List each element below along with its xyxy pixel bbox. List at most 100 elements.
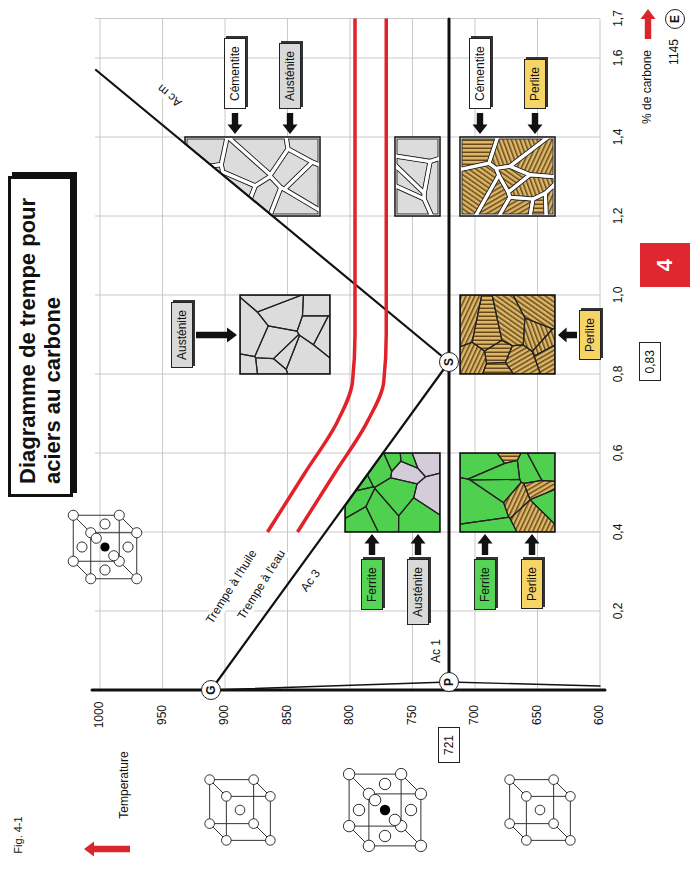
micrograph-outline xyxy=(460,137,555,216)
grain-boundary xyxy=(391,461,426,484)
atom xyxy=(100,519,110,529)
phase-lines xyxy=(92,19,605,691)
crystal-lattice xyxy=(343,768,426,851)
atom xyxy=(77,542,87,552)
micrograph-outline xyxy=(460,453,555,532)
phase-label: Ferrite xyxy=(361,559,383,610)
grain-boundary xyxy=(366,488,399,532)
axis-tick-label: 700 xyxy=(468,703,482,727)
micrograph xyxy=(460,453,555,532)
node-text: Austénite xyxy=(411,567,425,617)
lattice-edge xyxy=(510,779,554,780)
grain-boundary xyxy=(185,200,219,216)
lattice-edge xyxy=(210,779,254,780)
atom xyxy=(415,840,426,851)
lattice-edge xyxy=(526,796,570,797)
axis-tick-label: 800 xyxy=(343,703,357,727)
atom xyxy=(566,792,576,802)
grid-line xyxy=(350,19,351,690)
atom xyxy=(389,814,400,825)
page-number: 1145 xyxy=(668,37,682,67)
grain-boundary xyxy=(510,137,555,177)
grid-line xyxy=(100,19,101,690)
carbon-atom xyxy=(100,542,109,551)
atom xyxy=(405,804,416,815)
grain-boundary xyxy=(302,295,330,316)
pointer-arrow xyxy=(283,113,298,134)
node-text: Austénite xyxy=(283,51,297,101)
cementite-network xyxy=(185,171,214,202)
phase-label: Cémentite xyxy=(469,38,491,109)
micrograph xyxy=(395,137,440,216)
axis-tick-label: 850 xyxy=(281,703,295,727)
phase-label: Austénite xyxy=(171,302,193,368)
lattice-edge xyxy=(73,515,119,516)
cementite-network xyxy=(499,197,533,216)
axis-tick-label: 0,4 xyxy=(612,522,626,543)
node-text: G xyxy=(204,685,218,694)
grain-boundary xyxy=(460,163,499,216)
grain-boundary xyxy=(274,334,300,369)
grain-boundary xyxy=(384,453,401,471)
grain-boundary xyxy=(240,295,302,312)
grain xyxy=(297,316,328,345)
axis-tick-label: 1,2 xyxy=(612,206,626,227)
atom xyxy=(535,805,545,815)
grid xyxy=(95,19,600,691)
grain xyxy=(270,188,320,216)
point-marker: P xyxy=(439,672,459,692)
grain-boundary xyxy=(213,172,255,216)
line-label: Ac m xyxy=(154,80,187,111)
pointer-arrow xyxy=(473,113,488,134)
atom xyxy=(249,819,259,829)
atom xyxy=(549,819,559,829)
axis-tick-label: 600 xyxy=(593,703,607,727)
gp-line xyxy=(211,682,449,690)
grain xyxy=(302,295,330,316)
lattice-edge xyxy=(369,845,421,846)
lattice-edge xyxy=(570,796,571,840)
lattice-edge xyxy=(136,533,137,579)
lattice-edge xyxy=(226,796,227,840)
grain-boundary xyxy=(499,197,533,216)
atom xyxy=(505,775,515,785)
grain-boundary xyxy=(510,500,555,532)
atom xyxy=(91,533,101,543)
axis-tick-label: 1,7 xyxy=(612,8,626,29)
node-text: E xyxy=(668,15,682,23)
cementite-network xyxy=(185,181,200,200)
node-text: Ferrite xyxy=(478,567,492,602)
lattice-edge xyxy=(210,823,254,824)
axis-tick-label: 750 xyxy=(406,703,420,727)
carbon-atom xyxy=(380,805,390,815)
grain-boundary xyxy=(470,479,521,502)
cementite-network xyxy=(270,188,320,216)
phase-label: Ferrite xyxy=(474,559,496,610)
grain-boundary xyxy=(297,316,328,345)
node-text: Perlite xyxy=(528,67,542,101)
atom xyxy=(566,836,576,846)
line-label: Ac 3 xyxy=(297,566,325,597)
node-text: Perlite xyxy=(525,567,539,601)
grain-boundary xyxy=(185,181,200,200)
line-label: Ac 1 xyxy=(430,637,444,665)
grain-boundary xyxy=(468,460,520,480)
water-quench-line xyxy=(298,19,387,533)
grain xyxy=(286,137,320,165)
grain-boundary xyxy=(270,188,320,216)
atom xyxy=(379,830,390,841)
grain xyxy=(185,200,219,216)
atom xyxy=(369,794,380,805)
micrograph xyxy=(460,137,555,216)
pointer-arrow xyxy=(411,534,426,555)
atom xyxy=(266,836,276,846)
atom xyxy=(266,792,276,802)
atom xyxy=(222,836,232,846)
micrograph-outline xyxy=(395,137,440,216)
grain-boundary xyxy=(185,171,214,202)
phase-label: Austénite xyxy=(407,559,429,625)
atom xyxy=(395,768,406,779)
ac3-line xyxy=(211,362,449,690)
grain xyxy=(240,295,302,312)
